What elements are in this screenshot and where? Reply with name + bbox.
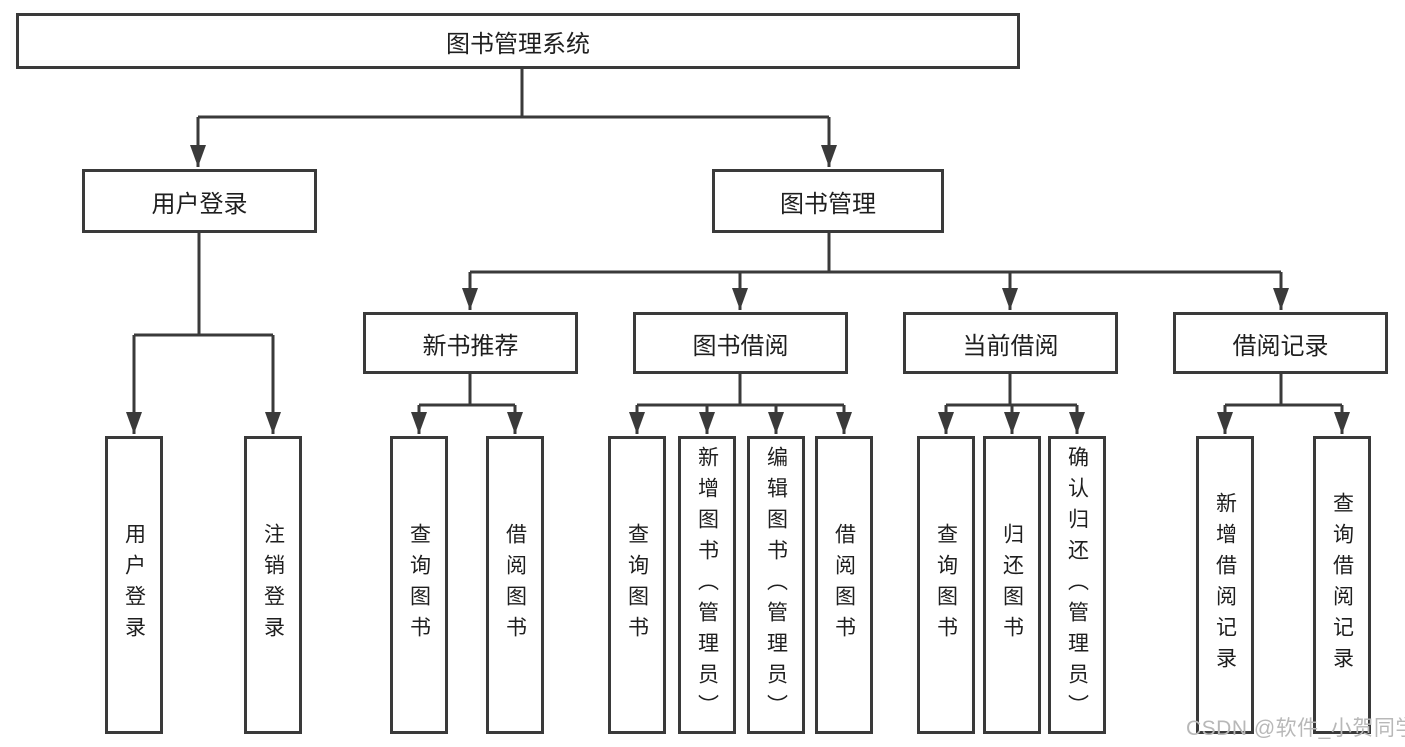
node-root-label: 图书管理系统 bbox=[446, 30, 590, 58]
leaf-borrowing-borrow-books: 借阅图书 bbox=[815, 436, 873, 734]
leaf-query-borrow-record-label: 查询借阅记录 bbox=[1330, 492, 1354, 678]
node-book-management-label: 图书管理 bbox=[780, 190, 876, 218]
csdn-watermark: CSDN @软件_小贺同学 bbox=[1186, 717, 1405, 740]
node-current-borrowing-label: 当前借阅 bbox=[962, 332, 1059, 360]
node-borrowing-records-label: 借阅记录 bbox=[1232, 332, 1329, 360]
connector-book-management-children bbox=[462, 233, 1289, 310]
connector-current-borrowing-children bbox=[938, 374, 1085, 434]
leaf-borrowing-borrow-books-label: 借阅图书 bbox=[832, 523, 856, 647]
node-book-management: 图书管理 bbox=[712, 169, 944, 233]
leaf-confirm-return-admin: 确认归还（管理员） bbox=[1048, 436, 1106, 734]
connector-book-borrowing-children bbox=[629, 374, 852, 434]
connector-user-login-children bbox=[126, 233, 281, 434]
leaf-recommend-query-books: 查询图书 bbox=[390, 436, 448, 734]
leaf-confirm-return-admin-label: 确认归还（管理员） bbox=[1065, 445, 1089, 725]
leaf-current-query-books: 查询图书 bbox=[917, 436, 975, 734]
leaf-borrowing-query-books-label: 查询图书 bbox=[625, 523, 649, 647]
leaf-user-login-label: 用户登录 bbox=[122, 523, 146, 647]
leaf-recommend-borrow-books: 借阅图书 bbox=[486, 436, 544, 734]
leaf-recommend-query-books-label: 查询图书 bbox=[407, 523, 431, 647]
leaf-recommend-borrow-books-label: 借阅图书 bbox=[503, 523, 527, 647]
leaf-borrowing-query-books: 查询图书 bbox=[608, 436, 666, 734]
node-book-borrowing: 图书借阅 bbox=[633, 312, 848, 374]
leaf-logout-label: 注销登录 bbox=[261, 523, 285, 647]
node-book-borrowing-label: 图书借阅 bbox=[692, 332, 789, 360]
node-borrowing-records: 借阅记录 bbox=[1173, 312, 1388, 374]
leaf-logout: 注销登录 bbox=[244, 436, 302, 734]
leaf-add-borrow-record: 新增借阅记录 bbox=[1196, 436, 1254, 734]
node-current-borrowing: 当前借阅 bbox=[903, 312, 1118, 374]
leaf-edit-books-admin-label: 编辑图书（管理员） bbox=[764, 445, 788, 725]
node-user-login-label: 用户登录 bbox=[151, 190, 248, 218]
leaf-return-books-label: 归还图书 bbox=[1000, 523, 1024, 647]
leaf-current-query-books-label: 查询图书 bbox=[934, 523, 958, 647]
leaf-user-login: 用户登录 bbox=[105, 436, 163, 734]
connector-borrowing-records-children bbox=[1217, 374, 1350, 434]
leaf-return-books: 归还图书 bbox=[983, 436, 1041, 734]
node-user-login: 用户登录 bbox=[82, 169, 317, 233]
node-root: 图书管理系统 bbox=[16, 13, 1020, 69]
node-new-book-recommendation-label: 新书推荐 bbox=[422, 332, 519, 360]
leaf-add-books-admin: 新增图书（管理员） bbox=[678, 436, 736, 734]
leaf-add-borrow-record-label: 新增借阅记录 bbox=[1213, 492, 1237, 678]
connector-new-book-children bbox=[411, 374, 523, 434]
leaf-edit-books-admin: 编辑图书（管理员） bbox=[747, 436, 805, 734]
leaf-query-borrow-record: 查询借阅记录 bbox=[1313, 436, 1371, 734]
connector-root-to-level2 bbox=[190, 69, 837, 167]
leaf-add-books-admin-label: 新增图书（管理员） bbox=[695, 445, 719, 725]
node-new-book-recommendation: 新书推荐 bbox=[363, 312, 578, 374]
